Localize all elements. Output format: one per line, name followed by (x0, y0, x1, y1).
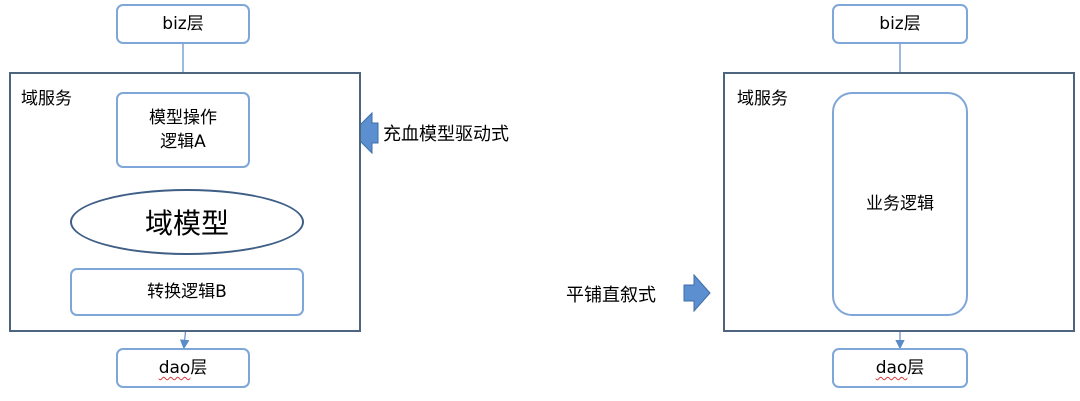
left-dao-layer-label: dao层 (159, 356, 208, 380)
left-model-op-line1: 模型操作 (149, 108, 217, 128)
left-model-op-box: 模型操作 逻辑A (116, 92, 250, 168)
left-biz-layer-box: biz层 (116, 4, 250, 44)
left-domain-model-label: 域模型 (144, 207, 229, 240)
right-dao-layer-box: dao层 (832, 348, 968, 388)
left-domain-service-label: 域服务 (21, 89, 72, 109)
block-arrow-right (683, 273, 711, 313)
right-business-logic-label: 业务逻辑 (866, 194, 934, 214)
left-model-op-line2: 逻辑A (160, 132, 206, 152)
right-domain-service-label: 域服务 (737, 89, 788, 109)
left-convert-logic-box: 转换逻辑B (70, 268, 304, 316)
left-style-label: 充血模型驱动式 (383, 124, 509, 145)
left-dao-layer-box: dao层 (116, 348, 250, 388)
left-biz-layer-label: biz层 (162, 14, 204, 34)
right-biz-layer-box: biz层 (832, 4, 968, 44)
left-dao-suffix: 层 (190, 358, 208, 378)
left-domain-model-ellipse: 域模型 (70, 189, 304, 255)
right-biz-layer-label: biz层 (879, 14, 921, 34)
right-dao-layer-label: dao层 (876, 356, 925, 380)
right-business-logic-box: 业务逻辑 (832, 92, 968, 316)
left-dao-prefix: dao (158, 358, 191, 378)
block-arrow-left (351, 111, 379, 155)
right-style-label: 平铺直叙式 (566, 285, 656, 306)
left-convert-logic-label: 转换逻辑B (147, 282, 227, 302)
right-dao-prefix: dao (875, 358, 908, 378)
right-dao-suffix: 层 (907, 358, 925, 378)
